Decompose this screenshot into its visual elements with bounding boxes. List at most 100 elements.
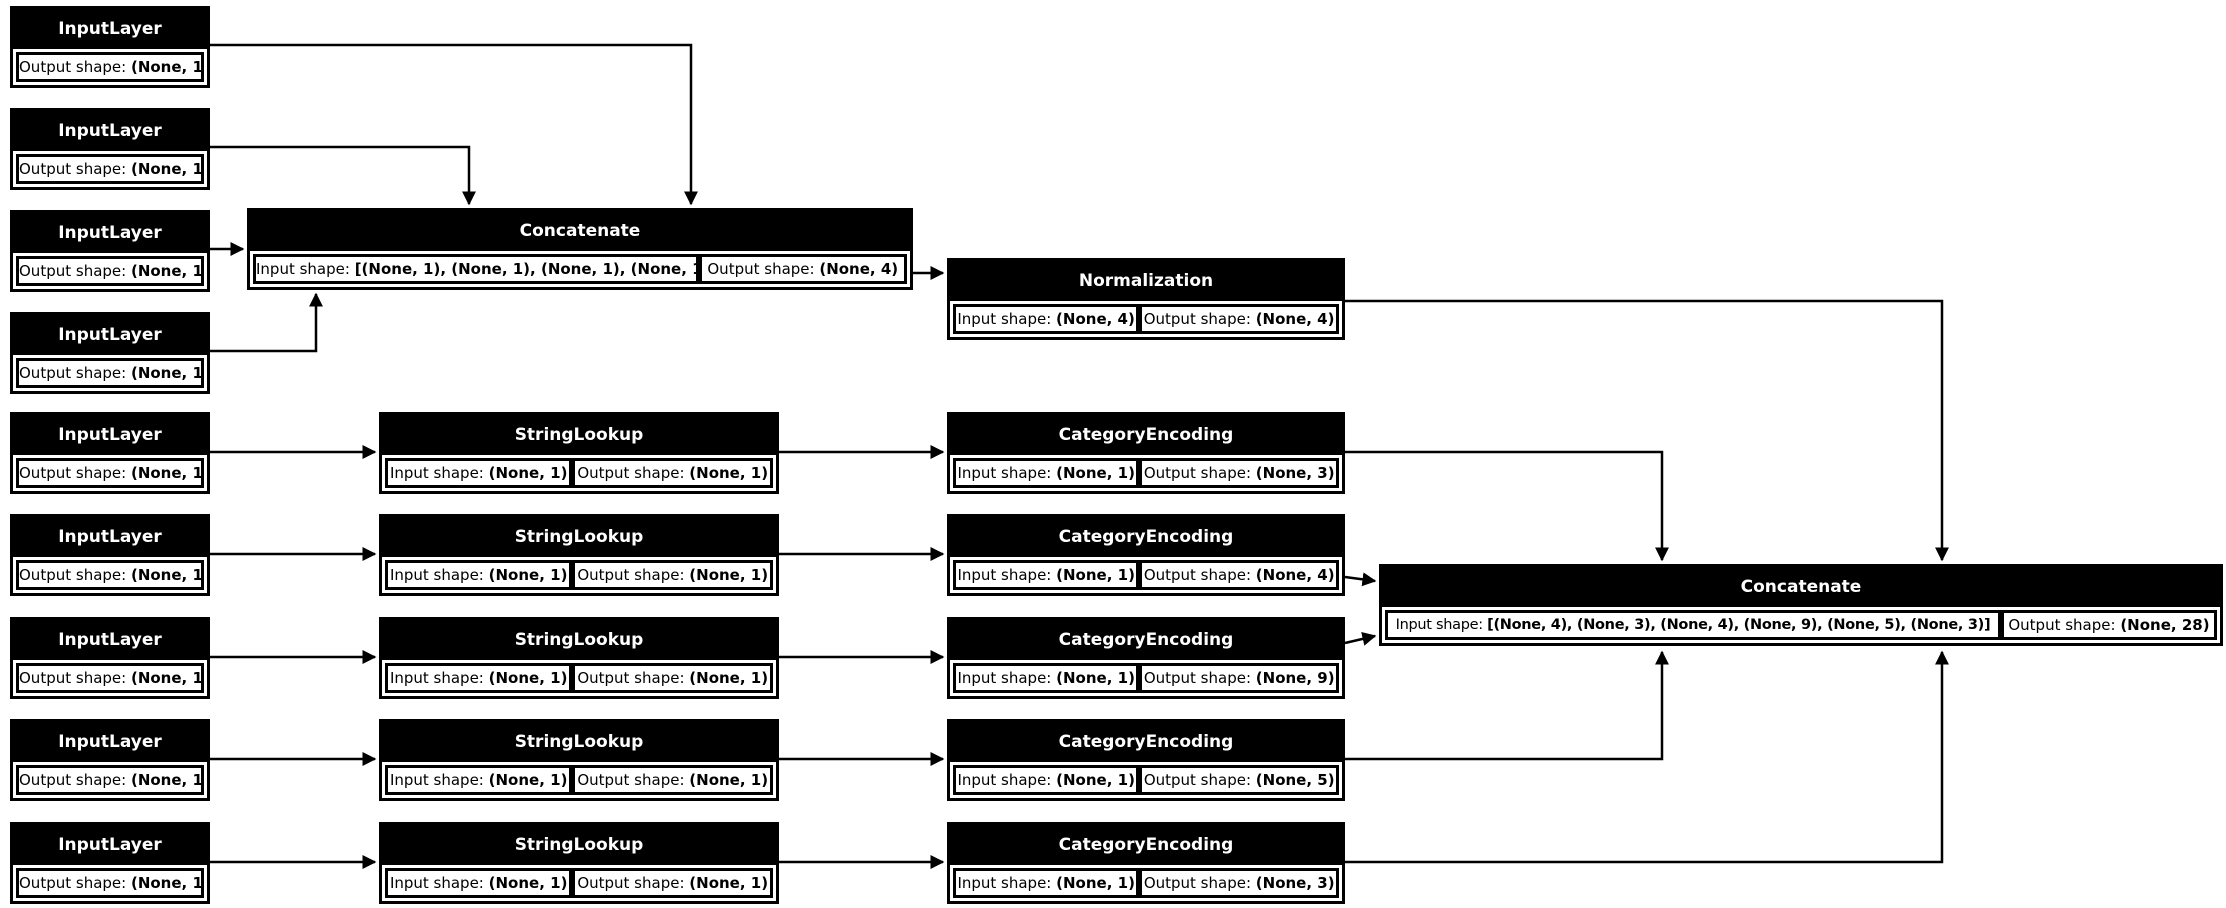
- shape-value: (None, 9): [1255, 669, 1335, 687]
- layer-type-title: CategoryEncoding: [950, 825, 1342, 865]
- shape-label: Output shape:: [1143, 464, 1256, 482]
- layer-type-title: InputLayer: [13, 111, 207, 151]
- layer-node-stringlookup-3: StringLookup Input shape: (None, 1) Outp…: [379, 617, 779, 699]
- layer-node-inputlayer-9: InputLayer Output shape: (None, 1): [10, 822, 210, 904]
- input-shape-cell: Input shape: (None, 1): [385, 765, 573, 795]
- layer-type-title: Normalization: [950, 261, 1342, 301]
- shape-value: (None, 1): [488, 771, 568, 789]
- shape-value: (None, 1): [1056, 566, 1135, 584]
- output-shape-cell: Output shape: (None, 4): [1139, 304, 1339, 334]
- output-shape-cell: Output shape: (None, 1): [16, 560, 204, 590]
- input-shape-cell: Input shape: [(None, 4), (None, 3), (Non…: [1385, 610, 2001, 640]
- shape-label: Output shape:: [19, 669, 131, 687]
- output-shape-cell: Output shape: (None, 1): [16, 358, 204, 388]
- shape-value: (None, 1): [488, 464, 568, 482]
- shape-label: Input shape:: [389, 566, 489, 584]
- layer-node-categoryencoding-2: CategoryEncoding Input shape: (None, 1) …: [947, 514, 1345, 596]
- shape-value: (None, 4): [1056, 310, 1135, 328]
- input-shape-cell: Input shape: (None, 1): [953, 765, 1140, 795]
- shape-value: (None, 1): [130, 771, 204, 789]
- input-shape-cell: Input shape: (None, 1): [953, 868, 1140, 898]
- shape-label: Output shape:: [1143, 771, 1256, 789]
- layer-type-title: InputLayer: [13, 517, 207, 557]
- shape-value: (None, 1): [130, 669, 204, 687]
- shape-label: Output shape:: [1143, 310, 1256, 328]
- shape-label: Input shape:: [389, 669, 489, 687]
- layer-type-title: Concatenate: [250, 211, 910, 251]
- layer-type-title: InputLayer: [13, 315, 207, 355]
- shape-value: (None, 3): [1255, 464, 1335, 482]
- layer-node-inputlayer-1: InputLayer Output shape: (None, 1): [10, 6, 210, 88]
- shape-value: (None, 1): [689, 874, 769, 892]
- layer-type-title: InputLayer: [13, 825, 207, 865]
- shape-label: Output shape:: [19, 364, 131, 382]
- shape-value: (None, 1): [130, 364, 204, 382]
- edge-normalization-to-concat2: [1345, 299, 1949, 562]
- shape-value: (None, 5): [1255, 771, 1335, 789]
- shape-label: Output shape:: [19, 58, 131, 76]
- layer-node-stringlookup-1: StringLookup Input shape: (None, 1) Outp…: [379, 412, 779, 494]
- shape-value: (None, 28): [2120, 616, 2210, 634]
- shape-label: Input shape:: [957, 566, 1057, 584]
- shape-value: (None, 1): [130, 874, 204, 892]
- shape-label: Input shape:: [957, 464, 1057, 482]
- shape-value: (None, 4): [1255, 566, 1335, 584]
- shape-value: (None, 1): [1056, 669, 1135, 687]
- input-shape-cell: Input shape: (None, 1): [385, 560, 573, 590]
- output-shape-cell: Output shape: (None, 3): [1139, 868, 1340, 898]
- output-shape-cell: Output shape: (None, 1): [16, 663, 204, 693]
- output-shape-cell: Output shape: (None, 1): [16, 458, 204, 488]
- edge-categoryencoding3-to-concat2: [1344, 632, 1377, 646]
- layer-type-title: StringLookup: [382, 415, 776, 455]
- shape-value: (None, 4): [1255, 310, 1335, 328]
- layer-node-categoryencoding-3: CategoryEncoding Input shape: (None, 1) …: [947, 617, 1345, 699]
- layer-node-stringlookup-5: StringLookup Input shape: (None, 1) Outp…: [379, 822, 779, 904]
- layer-type-title: InputLayer: [13, 213, 207, 253]
- shape-label: Input shape:: [957, 669, 1057, 687]
- shape-value: (None, 1): [130, 262, 204, 280]
- shape-label: Output shape:: [707, 260, 820, 278]
- output-shape-cell: Output shape: (None, 1): [572, 868, 774, 898]
- shape-value: (None, 1): [130, 58, 204, 76]
- layer-node-categoryencoding-5: CategoryEncoding Input shape: (None, 1) …: [947, 822, 1345, 904]
- shape-label: Output shape:: [1143, 874, 1256, 892]
- output-shape-cell: Output shape: (None, 28): [2000, 610, 2217, 640]
- edge-input2-to-concat1: [210, 145, 476, 206]
- layer-node-inputlayer-4: InputLayer Output shape: (None, 1): [10, 312, 210, 394]
- edge-categoryencoding5-to-concat2: [1345, 650, 1949, 864]
- shape-label: Output shape:: [1143, 566, 1256, 584]
- layer-type-title: StringLookup: [382, 825, 776, 865]
- layer-node-stringlookup-2: StringLookup Input shape: (None, 1) Outp…: [379, 514, 779, 596]
- shape-value: (None, 1): [689, 771, 769, 789]
- layer-type-title: InputLayer: [13, 620, 207, 660]
- output-shape-cell: Output shape: (None, 9): [1139, 663, 1340, 693]
- layer-node-inputlayer-2: InputLayer Output shape: (None, 1): [10, 108, 210, 190]
- output-shape-cell: Output shape: (None, 1): [16, 154, 204, 184]
- output-shape-cell: Output shape: (None, 1): [16, 52, 204, 82]
- output-shape-cell: Output shape: (None, 5): [1139, 765, 1340, 795]
- layer-node-concatenate-1: Concatenate Input shape: [(None, 1), (No…: [247, 208, 913, 290]
- output-shape-cell: Output shape: (None, 1): [16, 765, 204, 795]
- input-shape-cell: Input shape: (None, 1): [953, 560, 1140, 590]
- shape-label: Output shape:: [19, 160, 131, 178]
- input-shape-cell: Input shape: [(None, 1), (None, 1), (Non…: [253, 254, 699, 284]
- layer-type-title: Concatenate: [1382, 567, 2220, 607]
- shape-label: Input shape:: [389, 464, 489, 482]
- layer-type-title: InputLayer: [13, 9, 207, 49]
- layer-node-inputlayer-6: InputLayer Output shape: (None, 1): [10, 514, 210, 596]
- shape-label: Output shape:: [19, 262, 131, 280]
- shape-label: Input shape:: [957, 310, 1057, 328]
- layer-type-title: InputLayer: [13, 415, 207, 455]
- shape-label: Output shape:: [577, 464, 690, 482]
- layer-type-title: StringLookup: [382, 517, 776, 557]
- output-shape-cell: Output shape: (None, 1): [16, 868, 204, 898]
- shape-label: Output shape:: [2008, 616, 2121, 634]
- shape-label: Output shape:: [19, 771, 131, 789]
- shape-value: (None, 1): [488, 874, 568, 892]
- shape-label: Output shape:: [19, 874, 131, 892]
- layer-type-title: StringLookup: [382, 620, 776, 660]
- shape-label: Output shape:: [19, 566, 131, 584]
- shape-value: (None, 1): [488, 669, 568, 687]
- layer-node-concatenate-2: Concatenate Input shape: [(None, 4), (No…: [1379, 564, 2223, 646]
